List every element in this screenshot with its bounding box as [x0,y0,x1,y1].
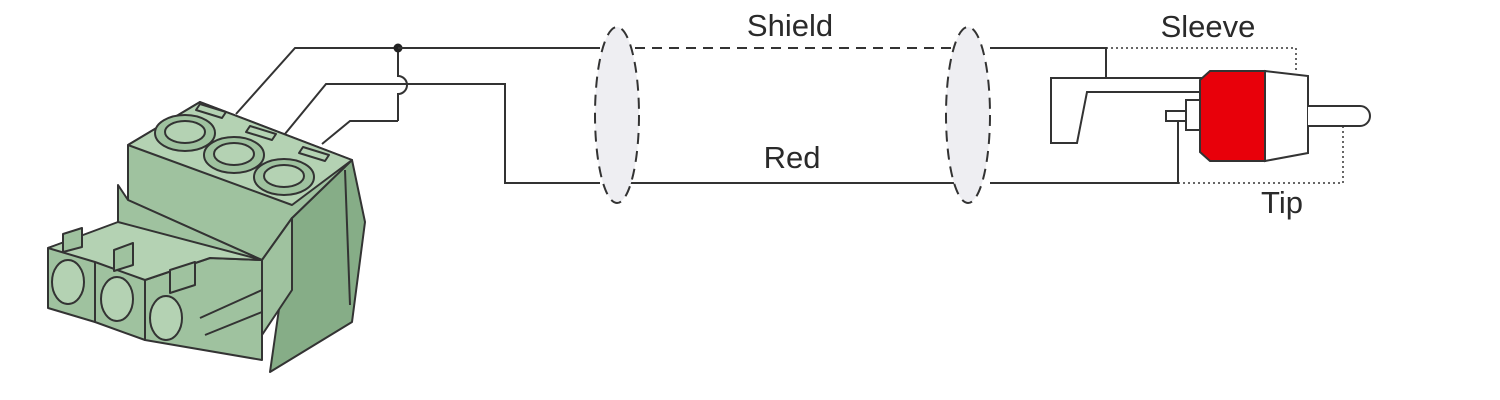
plug-wires [990,47,1344,184]
screw-hole [164,120,206,144]
screw-hole [213,142,255,166]
terminal-block [47,101,366,373]
latch-tab [113,242,134,272]
latch-tab [169,261,196,294]
wire-entry-hole [100,276,134,322]
latch-tab [62,227,83,253]
jacket-ring-right [945,26,991,204]
plug-front-body [1264,69,1309,163]
rca-plug [1050,69,1371,163]
sleeve-label: Sleeve [1161,9,1256,44]
screw-hole [263,164,305,188]
tip-label: Tip [1261,185,1303,220]
shield-label: Shield [747,8,833,43]
terminal-wires [235,43,600,184]
wire-entry-top [47,221,263,281]
tip-pin [1308,105,1371,127]
red-insulator [1199,70,1266,162]
terminal-slot [298,146,330,162]
jacket-ring-left [594,26,640,204]
tip-lug-post [1185,99,1201,131]
wire-entry-hole [149,295,183,341]
red-label: Red [764,140,821,175]
cable [594,26,991,204]
terminal-slot [195,103,227,119]
wire-entry-hole [51,259,85,305]
tip-solder-lug [1165,110,1189,122]
terminal-slot [245,125,277,141]
